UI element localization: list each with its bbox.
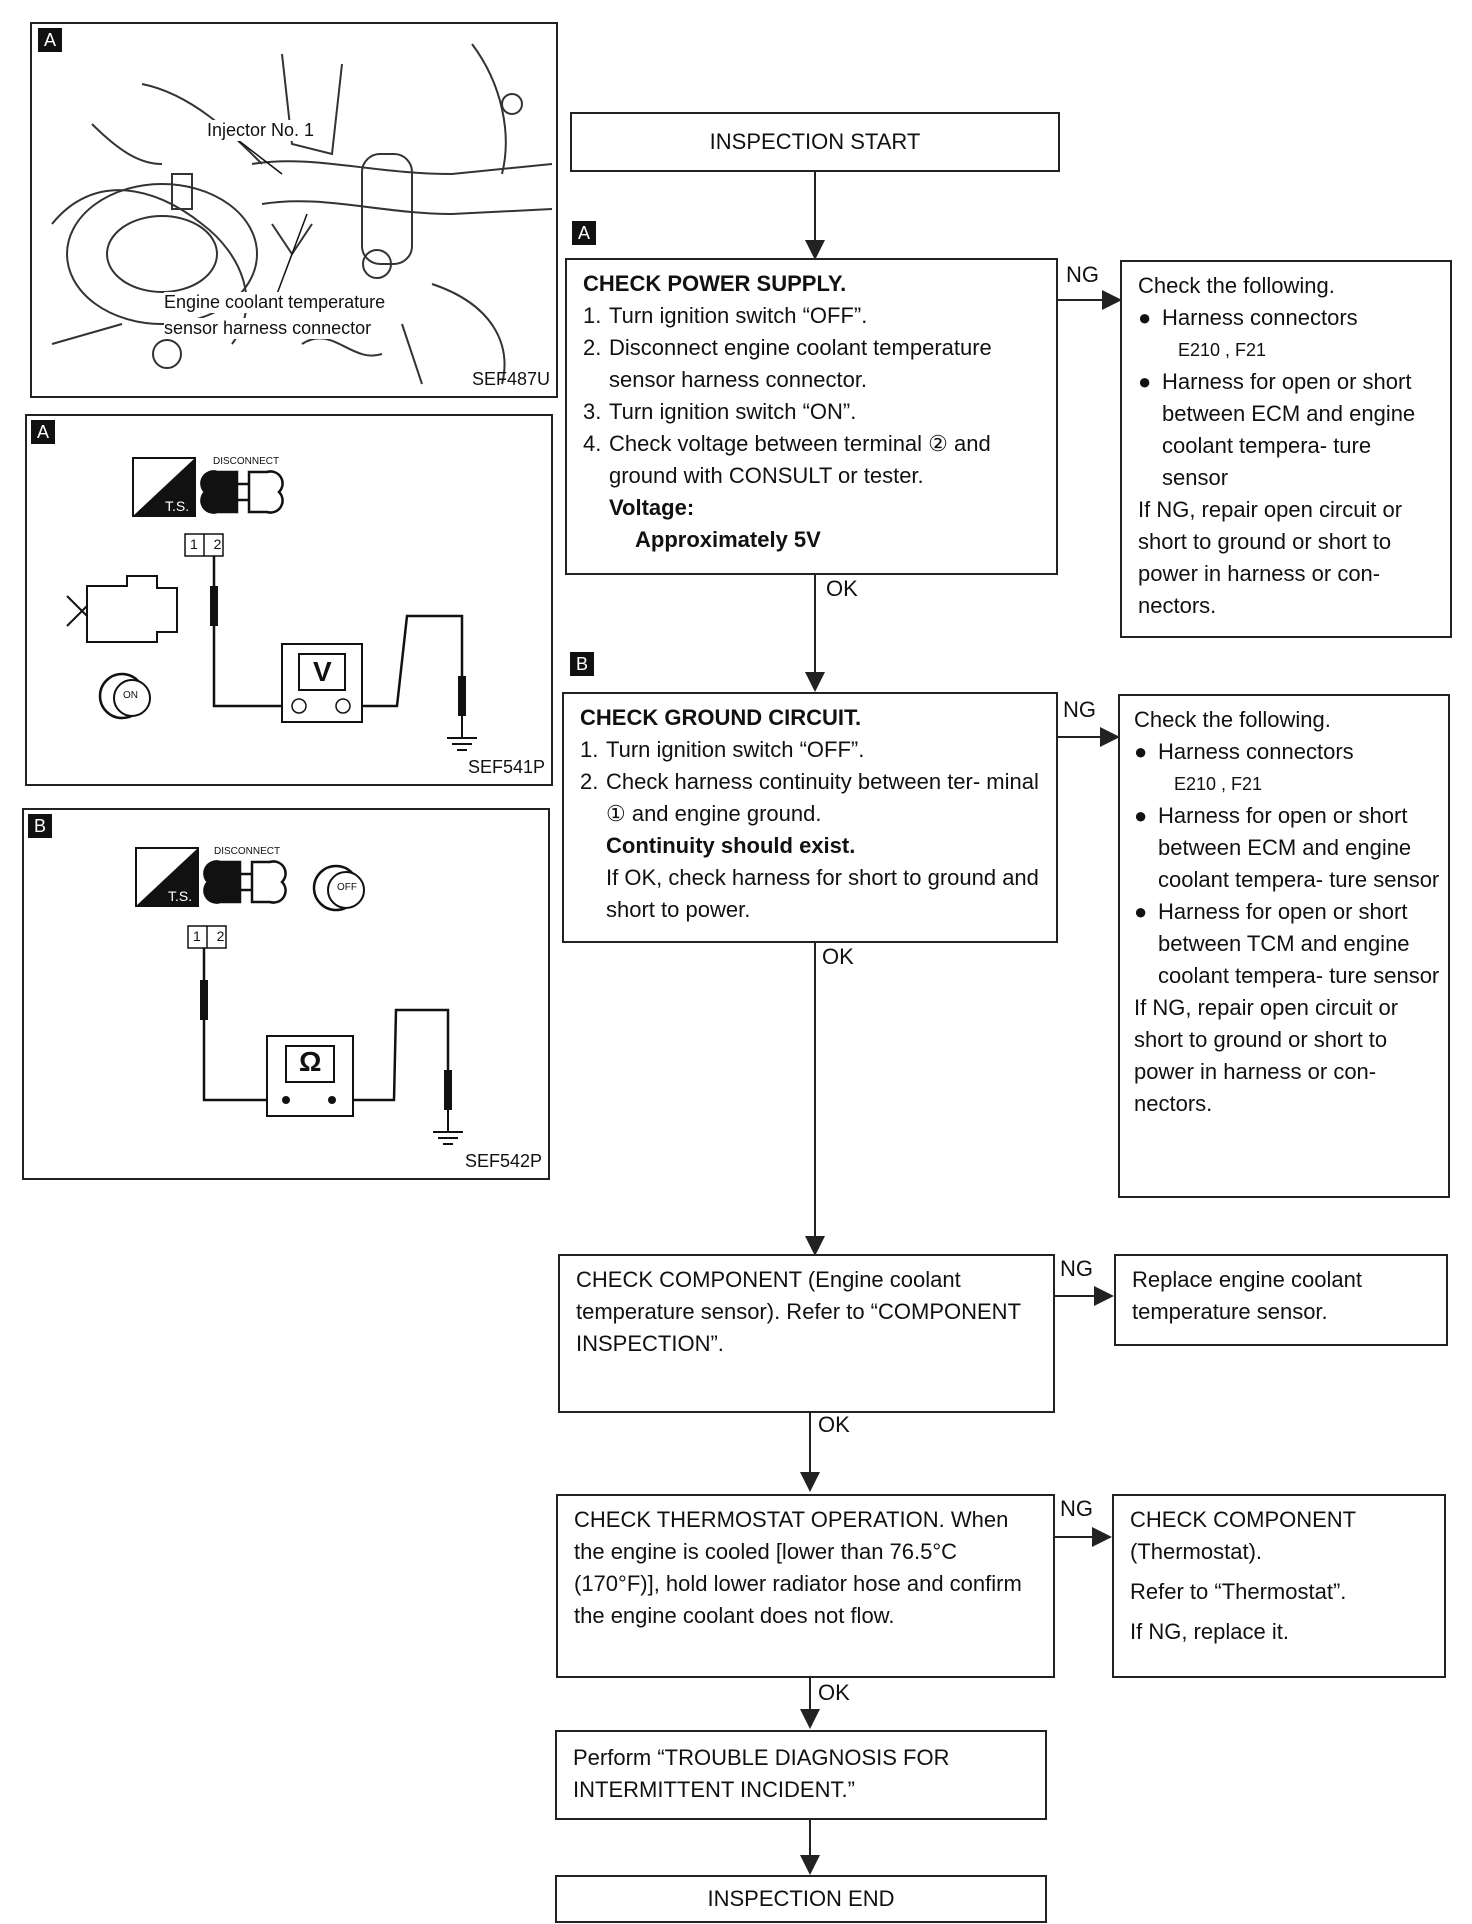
figure-tag-a: A [38, 28, 62, 52]
connector-codes: E210 , F21 [1174, 774, 1263, 794]
step2-spec: Continuity should exist. [606, 833, 856, 858]
check-power-supply-box: CHECK POWER SUPPLY. 1.Turn ignition swit… [565, 258, 1058, 575]
ng-bullet: ●Harness connectors [1134, 739, 1354, 764]
continuity-check-drawing [135, 847, 463, 1145]
engine-photo-figure: A Injector No. 1 Engine coolant temperat… [30, 22, 558, 398]
figure-code: SEF487U [471, 369, 550, 389]
inspection-end-box: INSPECTION END [555, 1875, 1047, 1923]
label-connector-line2: sensor harness connector [164, 318, 372, 339]
meter-label: Ω [299, 1046, 322, 1077]
disconnect-label: DISCONNECT [213, 456, 280, 467]
ng-footer: If NG, repair open circuit or short to g… [1134, 995, 1399, 1116]
pin-labels: 1 2 [190, 536, 228, 552]
continuity-check-figure: B DISCONNECT T.S. 1 2 Ω OFF SEF542P [22, 808, 550, 1180]
step2-title: CHECK GROUND CIRCUIT. [580, 705, 862, 730]
ts-label: T.S. [165, 498, 190, 514]
figure-code: SEF541P [467, 757, 545, 777]
ng-bullet: ●Harness for open or short between TCM a… [1134, 899, 1440, 988]
ng-bullet: ●Harness for open or short between ECM a… [1134, 803, 1440, 892]
step2-item: 1.Turn ignition switch “OFF”. [580, 737, 865, 762]
step1-item: 2.Disconnect engine coolant temperature … [583, 335, 992, 392]
step1-ng-label: NG [1066, 262, 1099, 287]
figure-tag-a: A [31, 420, 55, 444]
step1-item: 3.Turn ignition switch “ON”. [583, 399, 857, 424]
switch-label: OFF [337, 882, 357, 893]
step1-title: CHECK POWER SUPPLY. [583, 271, 847, 296]
check-ground-circuit-box: CHECK GROUND CIRCUIT. 1.Turn ignition sw… [562, 692, 1058, 943]
ng-intro: Check the following. [1138, 273, 1335, 298]
step2-ng-box: Check the following. ●Harness connectors… [1118, 694, 1450, 1198]
step1-spec-value: Approximately 5V [635, 527, 821, 552]
figure-tag-b: B [28, 814, 52, 838]
step-tag-a: A [572, 221, 596, 245]
step1-item: 4.Check voltage between terminal ② and g… [583, 431, 991, 488]
voltage-check-figure: A DISCONNECT T.S. 1 2 V ON SEF541P [25, 414, 553, 786]
meter-label: V [313, 656, 332, 687]
ng-bullet: ●Harness connectors [1138, 305, 1358, 330]
ts-label: T.S. [168, 888, 193, 904]
step3-ng-label: NG [1060, 1256, 1093, 1281]
thermostat-sub: (Thermostat). [1130, 1539, 1263, 1564]
check-thermostat-box: CHECK THERMOSTAT OPERATION. When the eng… [556, 1494, 1055, 1678]
step1-ok-label: OK [826, 576, 858, 601]
disconnect-label: DISCONNECT [214, 846, 281, 857]
inspection-start-box: INSPECTION START [570, 112, 1060, 172]
step2-note: If OK, check harness for short to ground… [606, 865, 1039, 922]
thermostat-title: CHECK COMPONENT [1130, 1507, 1357, 1532]
step1-spec-label: Voltage: [609, 495, 695, 520]
ng-bullet: ●Harness for open or short between ECM a… [1138, 369, 1416, 490]
intermittent-incident-box: Perform “TROUBLE DIAGNOSIS FOR INTERMITT… [555, 1730, 1047, 1820]
step2-ng-label: NG [1063, 697, 1096, 722]
voltage-check-drawing [66, 457, 477, 751]
step1-ng-box: Check the following. ●Harness connectors… [1120, 260, 1452, 638]
ng-footer: If NG, repair open circuit or short to g… [1138, 497, 1403, 618]
step3-ok-label: OK [818, 1412, 850, 1437]
step2-item: 2.Check harness continuity between ter- … [580, 769, 1039, 826]
step2-ok-label: OK [822, 944, 854, 969]
pin-labels: 1 2 [193, 928, 231, 944]
replace-sensor-box: Replace engine coolant temperature senso… [1114, 1254, 1448, 1346]
step4-ng-label: NG [1060, 1496, 1093, 1521]
engine-photo-drawing [51, 43, 553, 385]
figure-code: SEF542P [464, 1151, 542, 1171]
switch-label: ON [123, 690, 138, 701]
step-tag-b: B [570, 652, 594, 676]
connector-codes: E210 , F21 [1178, 340, 1267, 360]
check-component-sensor-box: CHECK COMPONENT (Engine coolant temperat… [558, 1254, 1055, 1413]
thermostat-fix: If NG, replace it. [1130, 1619, 1289, 1644]
ng-intro: Check the following. [1134, 707, 1331, 732]
label-injector: Injector No. 1 [207, 120, 315, 141]
thermostat-ref: Refer to “Thermostat”. [1130, 1579, 1347, 1604]
step1-item: 1.Turn ignition switch “OFF”. [583, 303, 868, 328]
label-connector-line1: Engine coolant temperature [164, 292, 386, 313]
check-thermostat-component-box: CHECK COMPONENT (Thermostat). Refer to “… [1112, 1494, 1446, 1678]
step4-ok-label: OK [818, 1680, 850, 1705]
